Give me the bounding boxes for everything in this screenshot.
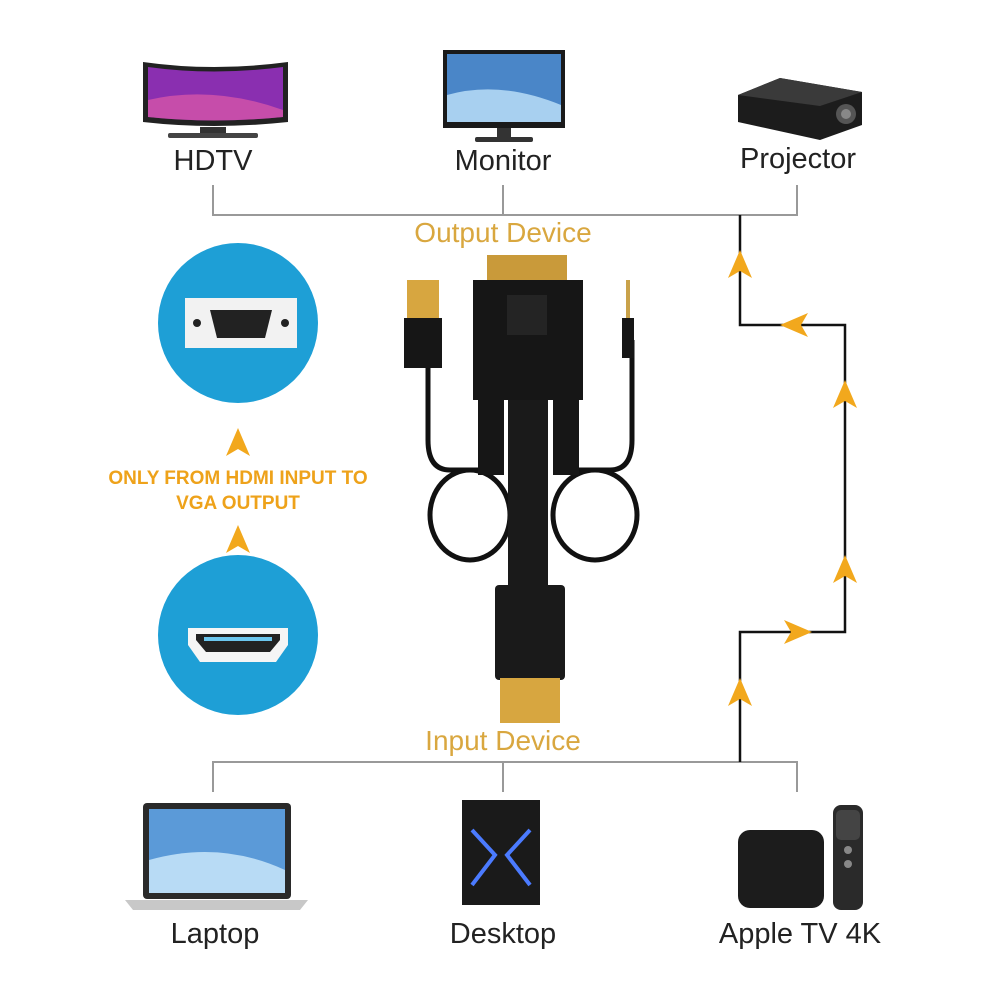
arrow-up-icon [226, 525, 250, 553]
curved-tv-icon [143, 62, 288, 138]
output-bus-lines [212, 185, 798, 216]
conversion-note: ONLY FROM HDMI INPUT TO VGA OUTPUT [108, 466, 367, 516]
arrow-right-icon [784, 620, 812, 644]
arrow-left-icon [780, 313, 808, 337]
projector-icon [738, 78, 862, 140]
input-device-label-laptop: Laptop [170, 918, 260, 950]
input-device-heading: Input Device [425, 725, 581, 756]
output-device-heading: Output Device [414, 217, 592, 248]
output-device-label-projector: Projector [739, 143, 857, 175]
arrow-up-icon [226, 428, 250, 456]
hdmi-to-vga-cable-image [404, 255, 640, 723]
input-device-label-apple-tv: Apple TV 4K [718, 918, 882, 950]
output-device-label-hdtv: HDTV [173, 145, 253, 177]
arrow-up-icon [833, 380, 857, 408]
desktop-tower-icon [462, 800, 540, 905]
hdmi-port-icon [158, 555, 318, 715]
signal-path [738, 215, 847, 762]
arrow-up-icon [728, 250, 752, 278]
arrow-up-icon [728, 678, 752, 706]
laptop-icon [125, 803, 308, 910]
apple-tv-icon [738, 805, 863, 910]
signal-arrows [226, 250, 857, 706]
monitor-icon [443, 50, 565, 142]
conversion-note-line1: ONLY FROM HDMI INPUT TO [108, 468, 368, 489]
input-bus-lines [212, 761, 798, 792]
conversion-note-line2: VGA OUTPUT [176, 493, 300, 514]
output-device-label-monitor: Monitor [454, 145, 552, 177]
arrow-up-icon [833, 555, 857, 583]
input-device-label-desktop: Desktop [449, 918, 557, 950]
vga-port-icon [158, 243, 318, 403]
